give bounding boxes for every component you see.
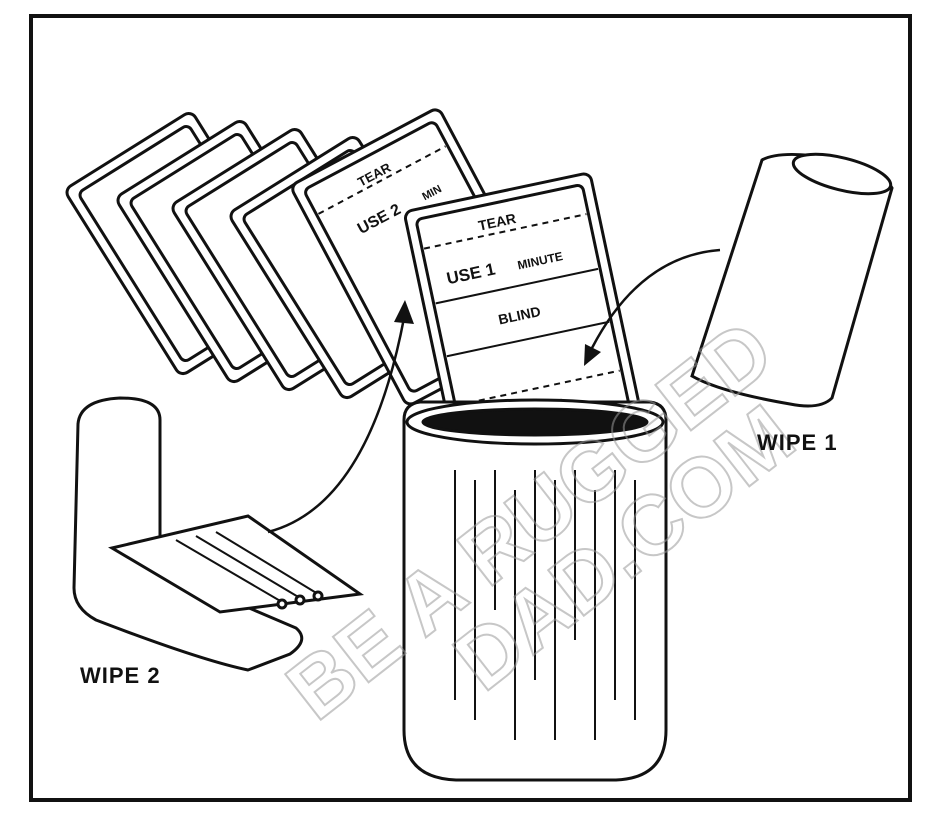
wipe-1-label: WIPE 1 bbox=[757, 430, 838, 455]
packet-front: TEAR USE 1 MINUTE BLIND TEAR bbox=[403, 172, 644, 467]
wipe-1-arrowhead bbox=[584, 344, 601, 366]
wipe-2-label: WIPE 2 bbox=[80, 663, 161, 688]
packet-canister bbox=[402, 398, 668, 782]
wipe-1-pad bbox=[690, 152, 894, 408]
wipe-2-arrow bbox=[267, 317, 406, 534]
wipe-2-arrowhead bbox=[394, 300, 414, 324]
packet-front-top-tear: TEAR bbox=[477, 210, 518, 234]
wipe-1-arrow bbox=[590, 248, 721, 349]
wipe-2-pad bbox=[72, 396, 365, 672]
figure-frame bbox=[29, 14, 912, 802]
